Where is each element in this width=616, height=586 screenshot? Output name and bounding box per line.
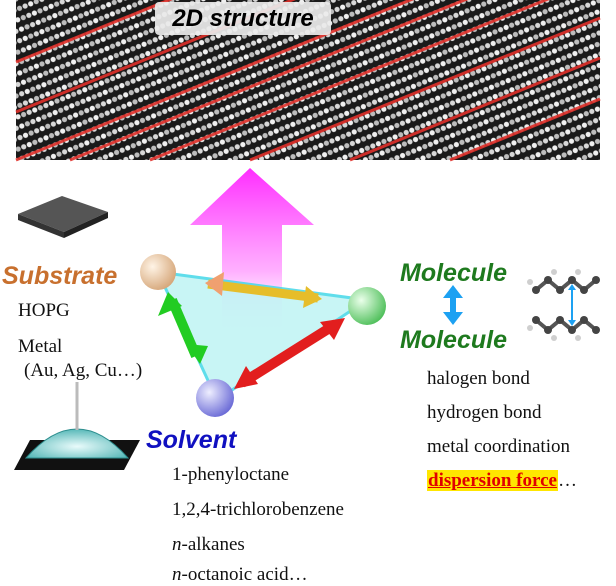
solvent-sphere — [196, 379, 234, 417]
interaction-hydrogen-bond: hydrogen bond — [427, 402, 542, 423]
up-arrow — [190, 168, 314, 340]
interaction-halogen-bond: halogen bond — [427, 368, 530, 389]
n-prefix: n — [172, 534, 182, 555]
substrate-molecule-arrow — [205, 272, 322, 308]
solvent-item-trichlorobenzene: 1,2,4-trichlorobenzene — [172, 499, 344, 520]
solvent-item-alkanes: n-alkanes — [172, 534, 245, 556]
title-label: 2D structure — [155, 2, 331, 35]
substrate-solvent-arrow — [158, 292, 208, 364]
substrate-sphere — [140, 254, 176, 290]
n-prefix: n — [172, 564, 182, 585]
solvent-item-phenyloctane: 1-phenyloctane — [172, 464, 290, 485]
molecule-heading-bottom: Molecule — [400, 326, 507, 354]
solvent-droplet-image — [14, 382, 140, 470]
dispersion-force-highlight: dispersion force — [427, 470, 558, 491]
interaction-metal-coordination: metal coordination — [427, 436, 570, 457]
substrate-item-metal: Metal — [18, 336, 63, 357]
alkane-chains-icon — [527, 269, 600, 341]
substrate-item-hopg: HOPG — [18, 300, 70, 321]
molecule-molecule-arrow — [443, 285, 463, 325]
molecule-heading-top: Molecule — [400, 259, 507, 287]
alkanes-text: -alkanes — [181, 534, 245, 555]
substrate-item-metals-list: (Au, Ag, Cu…) — [24, 360, 143, 381]
substrate-heading: Substrate — [2, 262, 118, 290]
molecule-solvent-arrow — [234, 318, 345, 389]
solvent-heading: Solvent — [146, 426, 237, 454]
dispersion-force-ellipsis: … — [557, 470, 577, 491]
substrate-slab-image — [18, 196, 108, 238]
molecule-sphere — [348, 287, 386, 325]
solvent-item-octanoic-acid: n-octanoic acid… — [172, 564, 308, 586]
interaction-dispersion-force: dispersion force… — [427, 470, 577, 492]
octanoic-acid-text: -octanoic acid… — [181, 564, 308, 585]
